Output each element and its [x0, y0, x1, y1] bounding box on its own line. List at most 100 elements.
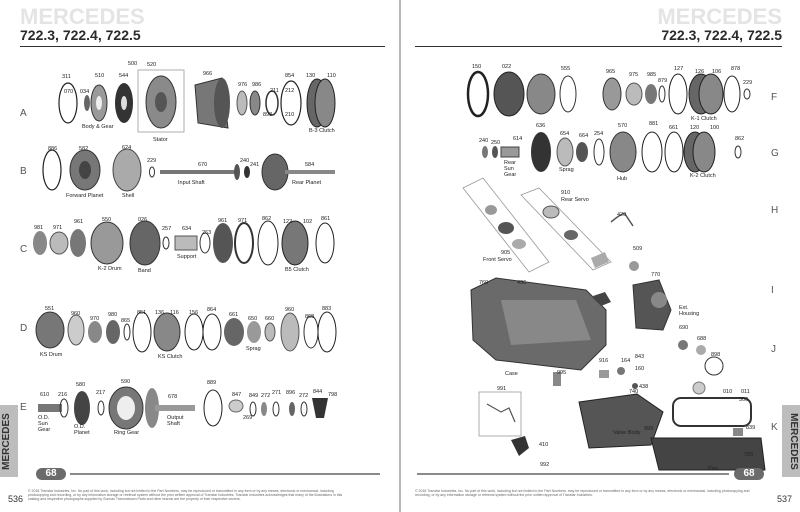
part-label: 966 — [203, 71, 213, 77]
part-label: 688 — [697, 336, 707, 342]
part-label: 740 — [629, 389, 639, 395]
part-label: 896 — [286, 390, 296, 396]
row-letter-j: J — [771, 344, 776, 355]
part-label: Support — [177, 254, 197, 260]
part-label: 847 — [232, 392, 242, 398]
part-label: 634 — [182, 226, 192, 232]
row-letter-b: B — [20, 166, 27, 177]
part-label: KS Clutch — [158, 354, 183, 360]
right-page: MERCEDES 722.3, 722.4, 722.5 — [401, 0, 800, 512]
row-letter-i: I — [771, 285, 774, 296]
part-label: 865 — [121, 318, 131, 324]
models-title-left: 722.3, 722.4, 722.5 — [20, 27, 141, 43]
part-label: 854 — [285, 73, 295, 79]
part-label: 156 — [189, 310, 199, 316]
part-label: 965 — [606, 69, 616, 75]
header-rule-left — [20, 46, 385, 47]
part-label: 614 — [513, 136, 523, 142]
part-label: Body & Gear — [82, 124, 114, 130]
part-label: 110 — [327, 73, 336, 79]
part-label: K-2 Drum — [98, 266, 122, 272]
part-label: 122 — [283, 219, 293, 225]
part-label: Sprag — [559, 167, 574, 173]
section-chip-right: 68 — [734, 468, 764, 480]
row-b-parts — [42, 148, 335, 192]
part-label: 311 — [62, 74, 71, 80]
part-label: 690 — [679, 325, 689, 331]
part-label: 650 — [248, 316, 258, 322]
part-label: 960 — [71, 311, 81, 317]
part-label: 970 — [90, 316, 100, 322]
part-label: K-1 Clutch — [691, 116, 717, 122]
part-label: Output Shaft — [167, 415, 184, 427]
page-number-right: 537 — [776, 494, 792, 504]
part-label: 844 — [313, 389, 323, 395]
part-label: 889 — [207, 380, 217, 386]
part-label: 250 — [491, 140, 501, 146]
part-label: 272 — [299, 393, 309, 399]
part-label: B-3 Clutch — [309, 128, 335, 134]
part-label: 661 — [229, 312, 239, 318]
part-label: 570 — [618, 123, 628, 129]
part-label: 164 — [621, 358, 631, 364]
part-label: 975 — [629, 72, 639, 78]
part-label: 136 — [155, 310, 165, 316]
part-label: K-2 Clutch — [690, 173, 716, 179]
part-label: 240 — [479, 138, 489, 144]
part-label: 980 — [108, 312, 118, 318]
page-gutter — [399, 0, 401, 512]
part-label: 961 — [218, 218, 228, 224]
copyright-footer-left: © 2018 Transtar Industries, Inc. No part… — [28, 489, 343, 501]
part-label: 664 — [579, 133, 589, 139]
part-label: 410 — [539, 442, 549, 448]
part-label: 864 — [207, 307, 217, 313]
part-label: 106 — [712, 69, 722, 75]
part-label: 878 — [731, 66, 741, 72]
part-label: 510 — [95, 73, 105, 79]
side-tab-right — [782, 405, 800, 477]
part-label: 010 — [723, 389, 733, 395]
part-label: 910 — [561, 190, 571, 196]
part-label: 971 — [238, 218, 248, 224]
row-letter-k: K — [771, 422, 778, 433]
row-letter-h: H — [771, 205, 779, 216]
part-label: 520 — [147, 62, 157, 68]
part-label: 550 — [102, 217, 112, 223]
part-label: 916 — [599, 358, 609, 364]
part-label: 879 — [658, 78, 668, 84]
part-label: 269 — [243, 415, 253, 421]
part-label: 868 — [305, 314, 315, 320]
part-label: 654 — [560, 131, 570, 137]
part-label: 555 — [561, 66, 571, 72]
part-label: 991 — [497, 386, 507, 392]
part-label: 241 — [250, 162, 260, 168]
page-number-left: 536 — [8, 494, 24, 504]
part-label: 022 — [502, 64, 512, 70]
part-label: 976 — [238, 82, 248, 88]
part-label: 436 — [517, 280, 527, 286]
part-label: Hub — [617, 176, 628, 182]
part-label: 760 — [479, 280, 489, 286]
part-label: 905 — [501, 250, 511, 256]
part-label: Pan — [708, 466, 718, 472]
part-label: 839 — [746, 425, 756, 431]
row-letter-c: C — [20, 244, 28, 255]
part-label: 861 — [321, 216, 331, 222]
part-label: 770 — [651, 272, 661, 278]
part-label: 985 — [647, 72, 657, 78]
part-label: 670 — [198, 162, 208, 168]
part-label: 886 — [48, 146, 58, 152]
row-g-parts — [482, 131, 742, 173]
part-label: 126 — [695, 69, 705, 75]
part-label: 995 — [557, 370, 567, 376]
row-a-parts — [58, 69, 336, 133]
part-label: 849 — [249, 393, 259, 399]
row-letter-d: D — [20, 323, 28, 334]
part-label: 851 — [137, 310, 147, 316]
part-label: KS Drum — [40, 352, 63, 358]
header-rule-right — [415, 46, 782, 47]
part-label: 211 — [270, 88, 279, 94]
part-label: 624 — [122, 145, 132, 151]
part-label: 272 — [261, 393, 271, 399]
part-label: 580 — [76, 382, 86, 388]
